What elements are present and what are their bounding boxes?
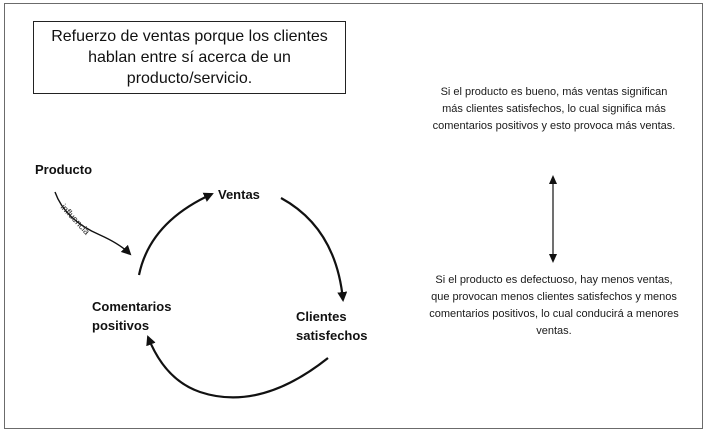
node-ventas-label: Ventas [218,187,260,202]
node-producto: Producto [35,160,92,179]
note-defective-product-text: Si el producto es defectuoso, hay menos … [429,274,679,337]
node-clientes-line1: Clientes [296,309,347,324]
note-good-product: Si el producto es bueno, más ventas sign… [429,84,679,135]
arrow-ventas-to-clientes [280,197,348,302]
arrow-clientes-to-comentarios [146,335,329,399]
diagram-frame [4,3,703,429]
arrow-producto-influence [54,191,132,256]
node-producto-label: Producto [35,162,93,177]
node-comentarios-positivos: Comentarios positivos [92,297,171,335]
note-defective-product: Si el producto es defectuoso, hay menos … [429,272,679,340]
double-arrow-bottom-head [549,254,557,263]
node-clientes-satisfechos: Clientes satisfechos [296,307,368,345]
note-good-product-text: Si el producto es bueno, más ventas sign… [432,86,676,132]
title-box: Refuerzo de ventas porque los clientes h… [33,21,346,94]
arrow-comentarios-to-ventas [137,192,214,276]
node-clientes-line2: satisfechos [296,328,368,343]
title-text: Refuerzo de ventas porque los clientes h… [51,28,328,87]
double-arrow-top-head [549,175,557,184]
node-comentarios-line1: Comentarios [92,299,172,314]
node-comentarios-line2: positivos [92,318,150,333]
node-ventas: Ventas [218,185,260,204]
